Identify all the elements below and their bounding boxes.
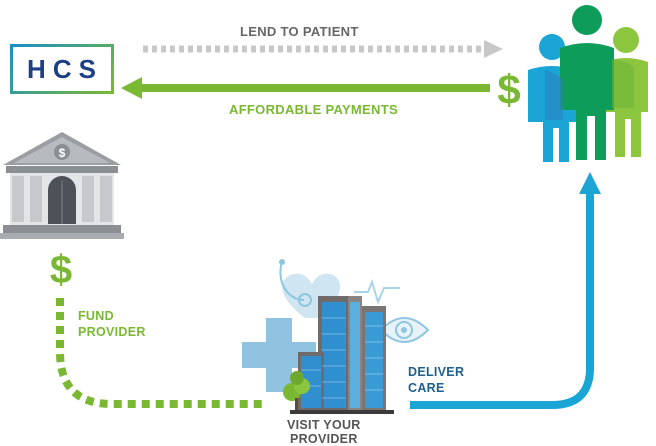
heartbeat-line	[354, 278, 400, 305]
fund-provider-line1: FUND	[78, 309, 114, 323]
deliver-care-arrow	[410, 172, 601, 409]
hcs-logo: HCS	[10, 44, 114, 94]
deliver-care-line1: DELIVER	[408, 365, 465, 379]
hospital-building-icon	[290, 296, 394, 414]
bank-dollar-sign: $	[59, 146, 66, 160]
bank-icon: $	[0, 132, 124, 239]
lend-to-patient-label: LEND TO PATIENT	[240, 24, 359, 39]
fund-provider-line2: PROVIDER	[78, 325, 146, 339]
deliver-care-label: DELIVER CARE	[408, 364, 464, 396]
fund-provider-label: FUND PROVIDER	[78, 308, 146, 340]
deliver-care-line2: CARE	[408, 381, 445, 395]
fund-dollar-sign: $	[50, 248, 72, 292]
visit-provider-label: VISIT YOUR PROVIDER	[287, 418, 361, 446]
visit-provider-line1: VISIT YOUR	[287, 418, 361, 432]
hcs-logo-text: HCS	[27, 53, 103, 84]
patient-dollar-sign: $	[497, 66, 520, 113]
affordable-payments-label: AFFORDABLE PAYMENTS	[229, 102, 398, 117]
tree-icon	[283, 371, 310, 410]
medical-cross-icon	[242, 318, 316, 392]
payments-arrow	[121, 77, 490, 99]
eye-icon	[379, 317, 430, 343]
visit-provider-line2: PROVIDER	[289, 432, 358, 446]
fund-provider-path	[56, 298, 262, 408]
people-group-icon	[528, 5, 648, 162]
lend-arrow	[143, 40, 503, 58]
